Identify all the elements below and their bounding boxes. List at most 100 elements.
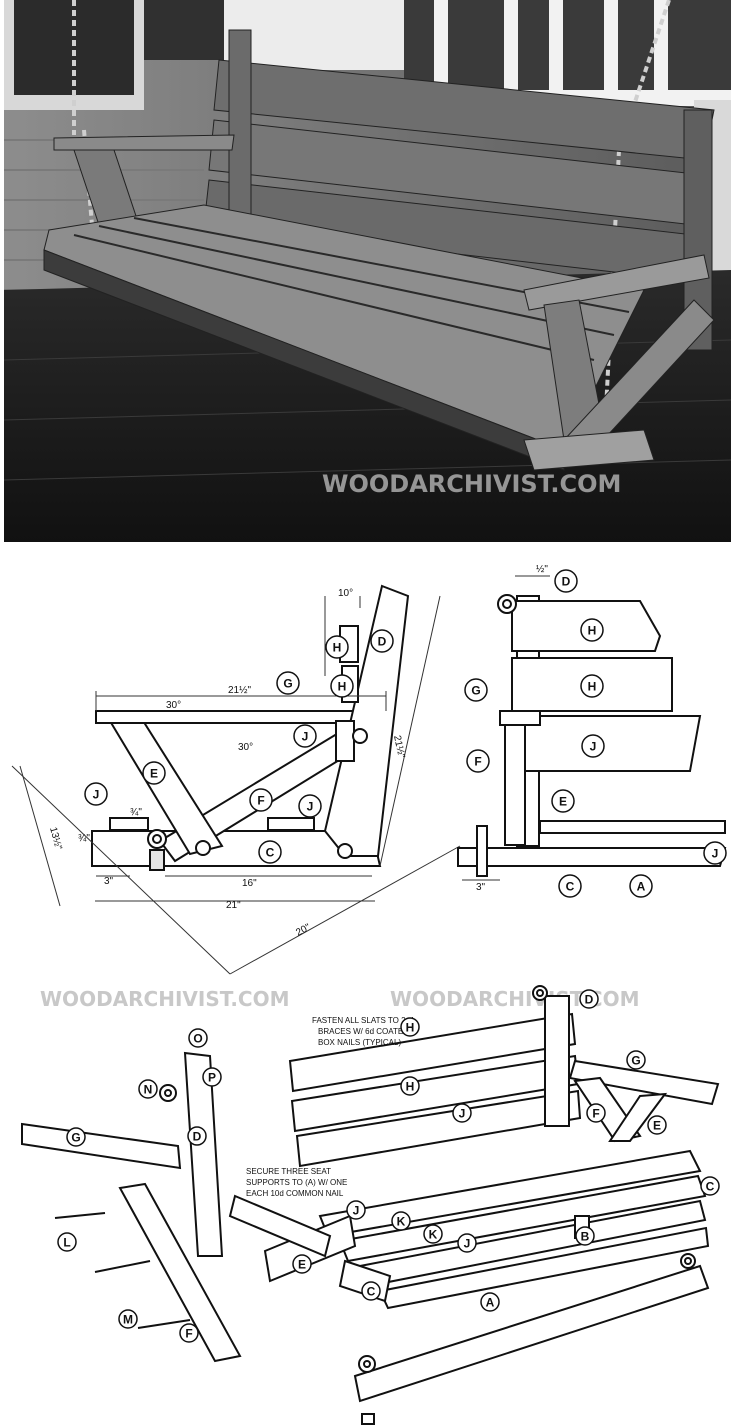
- dim-end-bottom: 3": [476, 882, 486, 893]
- part-callout-circle: [575, 1226, 595, 1246]
- part-callout-circle: [346, 1200, 366, 1220]
- part-callout-circle: [325, 635, 349, 659]
- dim-arm-angle: 30°: [166, 700, 181, 711]
- part-label: E: [298, 1258, 306, 1272]
- part-callout-circle: [580, 618, 604, 642]
- part-label: J: [93, 788, 100, 802]
- part-callout-circle: [118, 1309, 138, 1329]
- part-label: J: [353, 1204, 360, 1218]
- part-callout-circle: [293, 724, 317, 748]
- part-label: J: [712, 847, 719, 861]
- dim-top-angle: 10°: [338, 588, 353, 599]
- dim-arm-length: 21½": [228, 685, 251, 696]
- part-callout-circle: [586, 1103, 606, 1123]
- part-label: G: [71, 1131, 80, 1145]
- plans-sheet: 10° 21½" 30° 30° 21½" ¾" 13½" ¾" 3" 16" …: [0, 556, 735, 1428]
- part-callout-circle: [452, 1103, 472, 1123]
- part-label: H: [406, 1021, 415, 1035]
- dim-brace-angle: 30°: [238, 742, 253, 753]
- dim-seat-mid: 16": [242, 878, 257, 889]
- part-label: J: [307, 800, 314, 814]
- part-label: L: [63, 1236, 70, 1250]
- side-view-dimensions: 10° 21½" 30° 30° 21½" ¾" 13½" ¾" 3" 16" …: [47, 588, 407, 939]
- part-callout-circle: [464, 678, 488, 702]
- part-callout-circle: [179, 1323, 199, 1343]
- part-callout-circle: [700, 1176, 720, 1196]
- part-callout-circle: [57, 1232, 77, 1252]
- part-label: O: [193, 1032, 202, 1046]
- part-label: K: [429, 1228, 438, 1242]
- swing: [43, 29, 715, 471]
- part-callout-circle: [391, 1211, 411, 1231]
- part-label: J: [464, 1237, 471, 1251]
- part-label: C: [566, 880, 575, 894]
- part-callout-circle: [581, 734, 605, 758]
- part-label: G: [631, 1054, 640, 1068]
- part-label: J: [590, 740, 597, 754]
- part-label: G: [283, 677, 292, 691]
- part-callout-circle: [84, 782, 108, 806]
- part-callout-circle: [579, 989, 599, 1009]
- part-label: N: [144, 1083, 153, 1097]
- part-callout-circle: [188, 1028, 208, 1048]
- part-callout-circle: [298, 794, 322, 818]
- part-label: E: [653, 1119, 661, 1133]
- part-label: P: [208, 1071, 216, 1085]
- part-label: E: [559, 795, 567, 809]
- part-label: D: [378, 635, 387, 649]
- part-callout-circle: [480, 1292, 500, 1312]
- dim-left-offset: ¾": [78, 833, 90, 844]
- part-callout-circle: [466, 749, 490, 773]
- end-view-dimensions: ½" 3": [462, 564, 550, 893]
- part-callout-circle: [457, 1233, 477, 1253]
- part-callout-circle: [551, 789, 575, 813]
- part-label: H: [588, 624, 597, 638]
- dim-eye-offset: 3": [104, 876, 114, 887]
- part-callout-circle: [142, 761, 166, 785]
- part-callout-circle: [202, 1067, 222, 1087]
- part-label: H: [338, 680, 347, 694]
- dim-seat-length: 21": [226, 900, 241, 911]
- part-label: C: [367, 1285, 376, 1299]
- part-callout-circle: [66, 1127, 86, 1147]
- note-slats-line2: BRACES W/ 6d COATED: [318, 1027, 409, 1036]
- part-label: D: [193, 1130, 202, 1144]
- part-label: F: [592, 1107, 599, 1121]
- part-callout-circle: [647, 1115, 667, 1135]
- watermark-photo: WOODARCHIVIST.COM: [322, 470, 621, 498]
- porch-swing-photo: WOODARCHIVIST.COM: [4, 0, 731, 542]
- part-label: C: [266, 846, 275, 860]
- part-label: E: [150, 767, 158, 781]
- note-seat-line2: SUPPORTS TO (A) W/ ONE: [246, 1178, 347, 1187]
- part-callout-circle: [292, 1254, 312, 1274]
- part-callout-circle: [580, 674, 604, 698]
- part-callout-circle: [330, 674, 354, 698]
- part-label: D: [562, 575, 571, 589]
- part-label: F: [474, 755, 481, 769]
- part-label: B: [581, 1230, 590, 1244]
- part-label: G: [471, 684, 480, 698]
- part-callout-circle: [629, 874, 653, 898]
- part-label: A: [637, 880, 646, 894]
- exploded-notes: FASTEN ALL SLATS TO 2x4 BRACES W/ 6d COA…: [246, 1016, 415, 1198]
- part-callout-circle: [703, 841, 727, 865]
- watermark-right: WOODARCHIVIST.COM: [390, 987, 640, 1011]
- part-callout-circle: [370, 629, 394, 653]
- part-label: J: [302, 730, 309, 744]
- part-callout-circle: [276, 671, 300, 695]
- part-label: D: [585, 993, 594, 1007]
- note-seat-line1: SECURE THREE SEAT: [246, 1167, 331, 1176]
- watermark-left: WOODARCHIVIST.COM: [40, 987, 290, 1011]
- part-callout-circle: [187, 1126, 207, 1146]
- part-callout-circle: [258, 840, 282, 864]
- part-callout-circle: [400, 1076, 420, 1096]
- dim-slat-offset: ¾": [130, 807, 142, 818]
- part-label: K: [397, 1215, 406, 1229]
- part-label: A: [486, 1296, 495, 1310]
- exploded-view: [21, 985, 720, 1425]
- part-label: H: [333, 641, 342, 655]
- part-callout-circle: [361, 1281, 381, 1301]
